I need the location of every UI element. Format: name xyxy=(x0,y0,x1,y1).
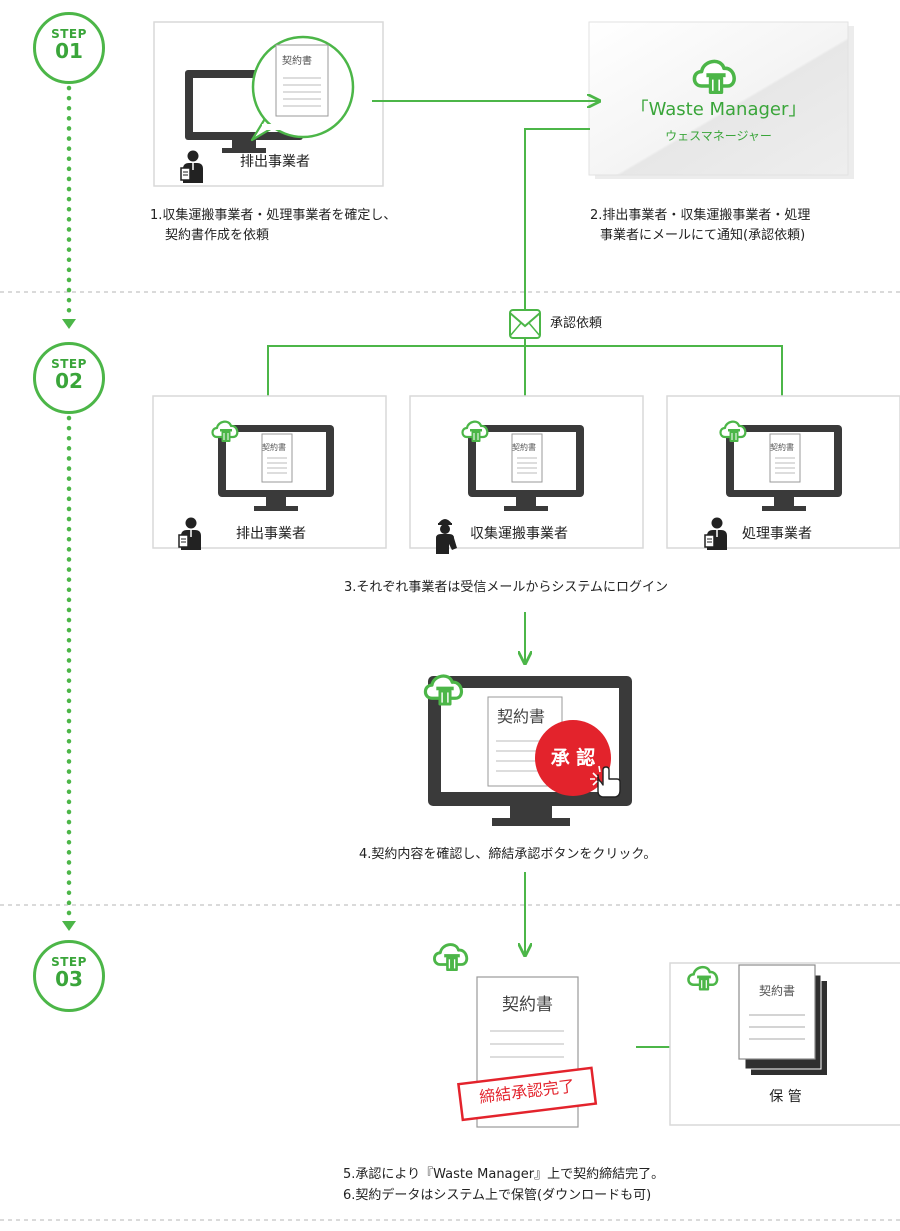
emitter-login-label: 排出事業者 xyxy=(236,526,306,542)
approve-button-label[interactable]: 承 認 xyxy=(550,747,596,769)
emitter-label: 排出事業者 xyxy=(240,154,310,170)
caption-3: 3.それぞれ事業者は受信メールからシステムにログイン xyxy=(344,580,669,595)
processor-doc-title: 契約書 xyxy=(770,443,794,452)
caption-2-line2: 事業者にメールにて通知(承認依頼) xyxy=(600,228,806,243)
step-03-word: STEP xyxy=(51,955,87,969)
step-03-circle: STEP 03 xyxy=(33,940,105,1012)
timeline-arrow-2 xyxy=(62,921,76,931)
waste-manager-title: 「Waste Manager」 xyxy=(630,99,807,120)
completed-stamp xyxy=(457,1066,598,1122)
waste-manager-box xyxy=(588,21,849,176)
collector-login-label: 収集運搬事業者 xyxy=(470,526,568,542)
step-01-word: STEP xyxy=(51,27,87,41)
collector-doc-title: 契約書 xyxy=(512,443,536,452)
arrow-from-waste-manager xyxy=(524,128,590,312)
cursor-hand-icon xyxy=(590,765,621,798)
step-02-circle: STEP 02 xyxy=(33,342,105,414)
contract-bubble-icon xyxy=(250,35,355,142)
emitter-doc-title: 契約書 xyxy=(262,443,286,452)
step-01-number: 01 xyxy=(55,39,83,63)
approve-button-circle[interactable] xyxy=(535,720,611,796)
caption-5: 5.承認により『Waste Manager』上で契約締結完了。 xyxy=(343,1167,665,1182)
approval-request-label: 承認依頼 xyxy=(550,316,603,331)
timeline-arrow-1 xyxy=(62,319,76,329)
stored-documents-icon xyxy=(738,964,827,1075)
caption-4: 4.契約内容を確認し、締結承認ボタンをクリック。 xyxy=(359,847,657,862)
processor-login-label: 処理事業者 xyxy=(742,526,812,542)
caption-1-line2: 契約書作成を依頼 xyxy=(165,228,270,243)
storage-doc-title: 契約書 xyxy=(758,984,795,998)
caption-6: 6.契約データはシステム上で保管(ダウンロードも可) xyxy=(343,1188,652,1203)
storage-label: 保 管 xyxy=(769,1089,802,1105)
step-02-number: 02 xyxy=(55,369,83,393)
step-02-word: STEP xyxy=(51,357,87,371)
completion-cloud-icon xyxy=(433,943,469,973)
step-03-number: 03 xyxy=(55,967,83,991)
mail-icon xyxy=(509,309,541,339)
completed-doc-title: 契約書 xyxy=(502,995,553,1015)
bubble-doc-title: 契約書 xyxy=(282,56,312,67)
step-01-circle: STEP 01 xyxy=(33,12,105,84)
waste-manager-kana: ウェスマネージャー xyxy=(665,129,772,143)
approval-doc-title: 契約書 xyxy=(497,707,546,726)
caption-2-line1: 2.排出事業者・収集運搬事業者・処理 xyxy=(590,208,811,223)
caption-1-line1: 1.収集運搬事業者・処理事業者を確定し、 xyxy=(150,208,397,223)
